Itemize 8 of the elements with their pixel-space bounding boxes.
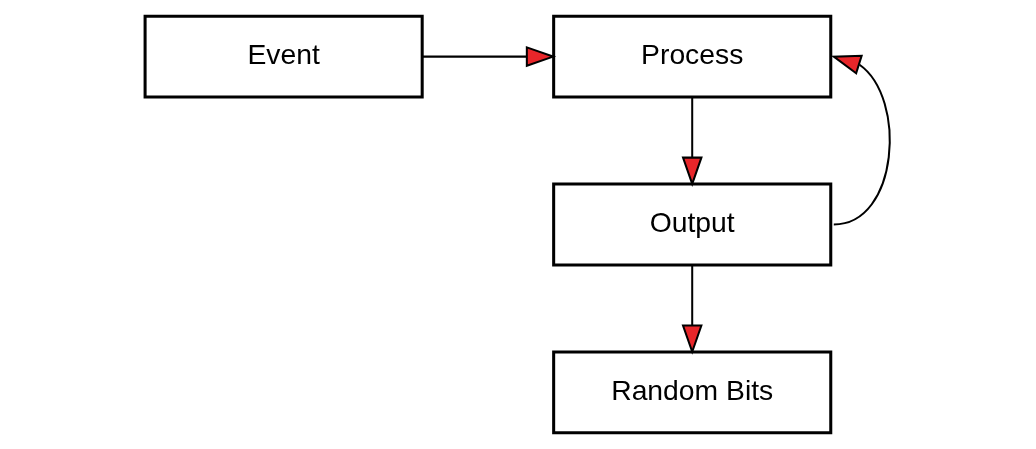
arrow xyxy=(422,46,557,68)
node-box: Output xyxy=(552,182,833,267)
node-box: Random Bits xyxy=(552,350,833,435)
arrow xyxy=(681,97,703,187)
arrow xyxy=(830,54,891,226)
node-box: Process xyxy=(552,14,833,99)
arrow xyxy=(681,265,703,355)
node-box: Event xyxy=(143,14,424,99)
